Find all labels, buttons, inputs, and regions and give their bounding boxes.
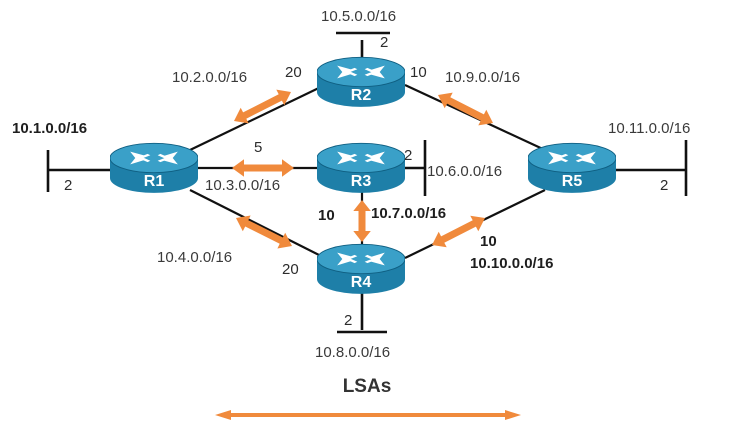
stub-r3-lan — [405, 140, 427, 196]
lsa-arrow-r4-r5 — [432, 215, 485, 248]
cost-r3-r4: 10 — [318, 207, 335, 224]
cost-r1-lan: 2 — [64, 177, 72, 194]
cost-r4-r5: 10 — [480, 233, 497, 250]
lsa-arrow-r1-r3 — [232, 159, 294, 177]
cost-r3-lan: 2 — [404, 147, 412, 164]
router-r3: R3 — [317, 142, 405, 194]
router-r5-label: R5 — [562, 173, 583, 190]
network-label-n11: 10.11.0.0/16 — [608, 120, 690, 137]
cost-r1-r3: 5 — [254, 139, 262, 156]
lsa-arrow-r2-r5 — [438, 92, 493, 126]
link-r1-r2 — [189, 84, 326, 151]
lsa-arrow-r1-r2 — [234, 89, 291, 124]
network-label-n1: 10.1.0.0/16 — [12, 120, 87, 137]
network-label-n5: 10.5.0.0/16 — [321, 8, 396, 25]
link-r1-r4 — [189, 189, 326, 259]
stub-r4-lan — [337, 292, 387, 334]
stub-r5-lan — [615, 140, 688, 196]
cost-r1-r4: 20 — [282, 261, 299, 278]
legend-lsa-arrow — [215, 410, 521, 420]
legend-label: LSAs — [343, 376, 392, 397]
router-r4-label: R4 — [351, 274, 372, 291]
lsa-arrow-r3-r4 — [353, 200, 371, 242]
router-r3-label: R3 — [351, 173, 372, 190]
network-label-n7: 10.7.0.0/16 — [371, 205, 446, 222]
router-r5: R5 — [528, 142, 616, 194]
network-label-n9: 10.9.0.0/16 — [445, 69, 520, 86]
network-label-n4: 10.4.0.0/16 — [157, 249, 232, 266]
router-r1: R1 — [110, 142, 198, 194]
network-label-n2: 10.2.0.0/16 — [172, 69, 247, 86]
cost-r5-lan: 2 — [660, 177, 668, 194]
router-r2: R2 — [317, 56, 405, 108]
stub-r1-lan — [46, 150, 115, 192]
cost-r2-r5: 10 — [410, 64, 427, 81]
network-label-n10: 10.10.0.0/16 — [470, 255, 553, 272]
cost-r4-lan: 2 — [344, 312, 352, 329]
network-label-n3: 10.3.0.0/16 — [205, 177, 280, 194]
router-r4: R4 — [317, 243, 405, 295]
lsa-arrow-r1-r4 — [236, 215, 292, 249]
router-r1-label: R1 — [144, 173, 165, 190]
cost-r2-lan: 2 — [380, 34, 388, 51]
router-r2-label: R2 — [351, 87, 372, 104]
network-label-n8: 10.8.0.0/16 — [315, 344, 390, 361]
cost-r1-r2: 20 — [285, 64, 302, 81]
network-label-n6: 10.6.0.0/16 — [427, 163, 502, 180]
legend-arrow-shape — [215, 410, 521, 420]
lsa-arrows — [232, 89, 493, 249]
